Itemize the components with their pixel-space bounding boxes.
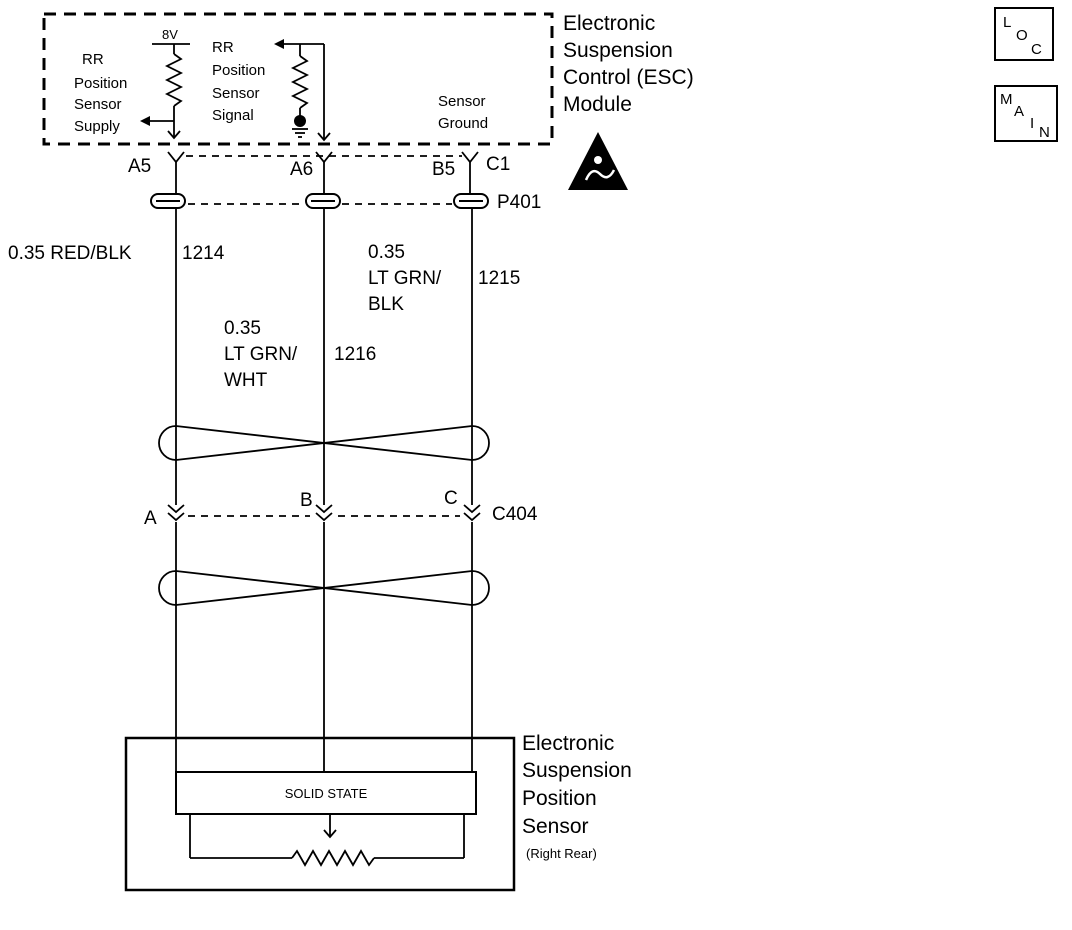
esc-module-box bbox=[42, 12, 554, 146]
pin-b5: B5 bbox=[432, 159, 455, 180]
sensor-title-2: Suspension bbox=[522, 759, 632, 782]
sensor-subtitle: (Right Rear) bbox=[526, 846, 597, 861]
voltage-label: 8V bbox=[162, 27, 178, 42]
p401-label: P401 bbox=[497, 192, 541, 213]
supply-label-3: Sensor bbox=[74, 96, 122, 113]
loc-letter-l: L bbox=[1003, 14, 1011, 31]
wire-1215 bbox=[469, 162, 473, 772]
loc-letter-c: C bbox=[1031, 41, 1042, 58]
signal-label-2: Position bbox=[212, 62, 265, 79]
esc-title-4: Module bbox=[563, 93, 632, 116]
main-letter-i: I bbox=[1030, 115, 1034, 132]
twisted-pair-upper bbox=[158, 425, 490, 461]
wire-1215-color-2: BLK bbox=[368, 294, 404, 315]
signal-circuit bbox=[274, 39, 331, 142]
esc-title-2: Suspension bbox=[563, 39, 673, 62]
signal-label-3: Sensor bbox=[212, 85, 260, 102]
pin-a6: A6 bbox=[290, 159, 313, 180]
wire-1216-color: LT GRN/ bbox=[224, 344, 298, 365]
pin-a5: A5 bbox=[128, 156, 151, 177]
supply-label-2: Position bbox=[74, 75, 127, 92]
sensor-potentiometer bbox=[189, 814, 465, 867]
sensor-box bbox=[124, 736, 516, 892]
main-letter-n: N bbox=[1039, 124, 1050, 141]
loc-button[interactable]: L O C bbox=[994, 7, 1054, 61]
supply-label-1: RR bbox=[82, 51, 104, 68]
esc-title-1: Electronic bbox=[563, 12, 655, 35]
main-button[interactable]: M A I N bbox=[994, 85, 1058, 142]
wire-1216-circuit: 1216 bbox=[334, 344, 376, 365]
ground-label-1: Sensor bbox=[438, 93, 486, 110]
solid-state-box bbox=[175, 771, 477, 815]
wire-1215-size: 0.35 bbox=[368, 242, 405, 263]
esd-warning-icon bbox=[568, 132, 628, 190]
loc-letter-o: O bbox=[1016, 27, 1028, 44]
wire-1214-color: 0.35 RED/BLK bbox=[8, 243, 132, 264]
pin-c1: C1 bbox=[486, 154, 510, 175]
supply-label-4: Supply bbox=[74, 118, 120, 135]
c404-label: C404 bbox=[492, 504, 538, 525]
sensor-title-1: Electronic bbox=[522, 732, 614, 755]
main-letter-a: A bbox=[1014, 103, 1024, 120]
signal-label-1: RR bbox=[212, 39, 234, 56]
wire-1214-circuit: 1214 bbox=[182, 243, 225, 264]
wire-1216-color-2: WHT bbox=[224, 370, 268, 391]
c404-connector bbox=[167, 504, 481, 522]
ground-label-2: Ground bbox=[438, 115, 488, 132]
wire-1215-circuit: 1215 bbox=[478, 268, 520, 289]
solid-state-label: SOLID STATE bbox=[285, 786, 368, 801]
signal-label-4: Signal bbox=[212, 107, 254, 124]
wire-1216-size: 0.35 bbox=[224, 318, 261, 339]
supply-circuit bbox=[140, 43, 190, 140]
c404-terminal-c: C bbox=[444, 488, 458, 509]
main-letter-m: M bbox=[1000, 91, 1013, 108]
esc-title-3: Control (ESC) bbox=[563, 66, 694, 89]
sensor-title-3: Position bbox=[522, 787, 597, 810]
c404-terminal-b: B bbox=[300, 490, 313, 511]
wire-1215-color: LT GRN/ bbox=[368, 268, 442, 289]
p401-connector bbox=[150, 193, 489, 209]
c404-terminal-a: A bbox=[144, 508, 157, 529]
twisted-pair-lower bbox=[158, 570, 490, 606]
sensor-title-4: Sensor bbox=[522, 815, 589, 838]
